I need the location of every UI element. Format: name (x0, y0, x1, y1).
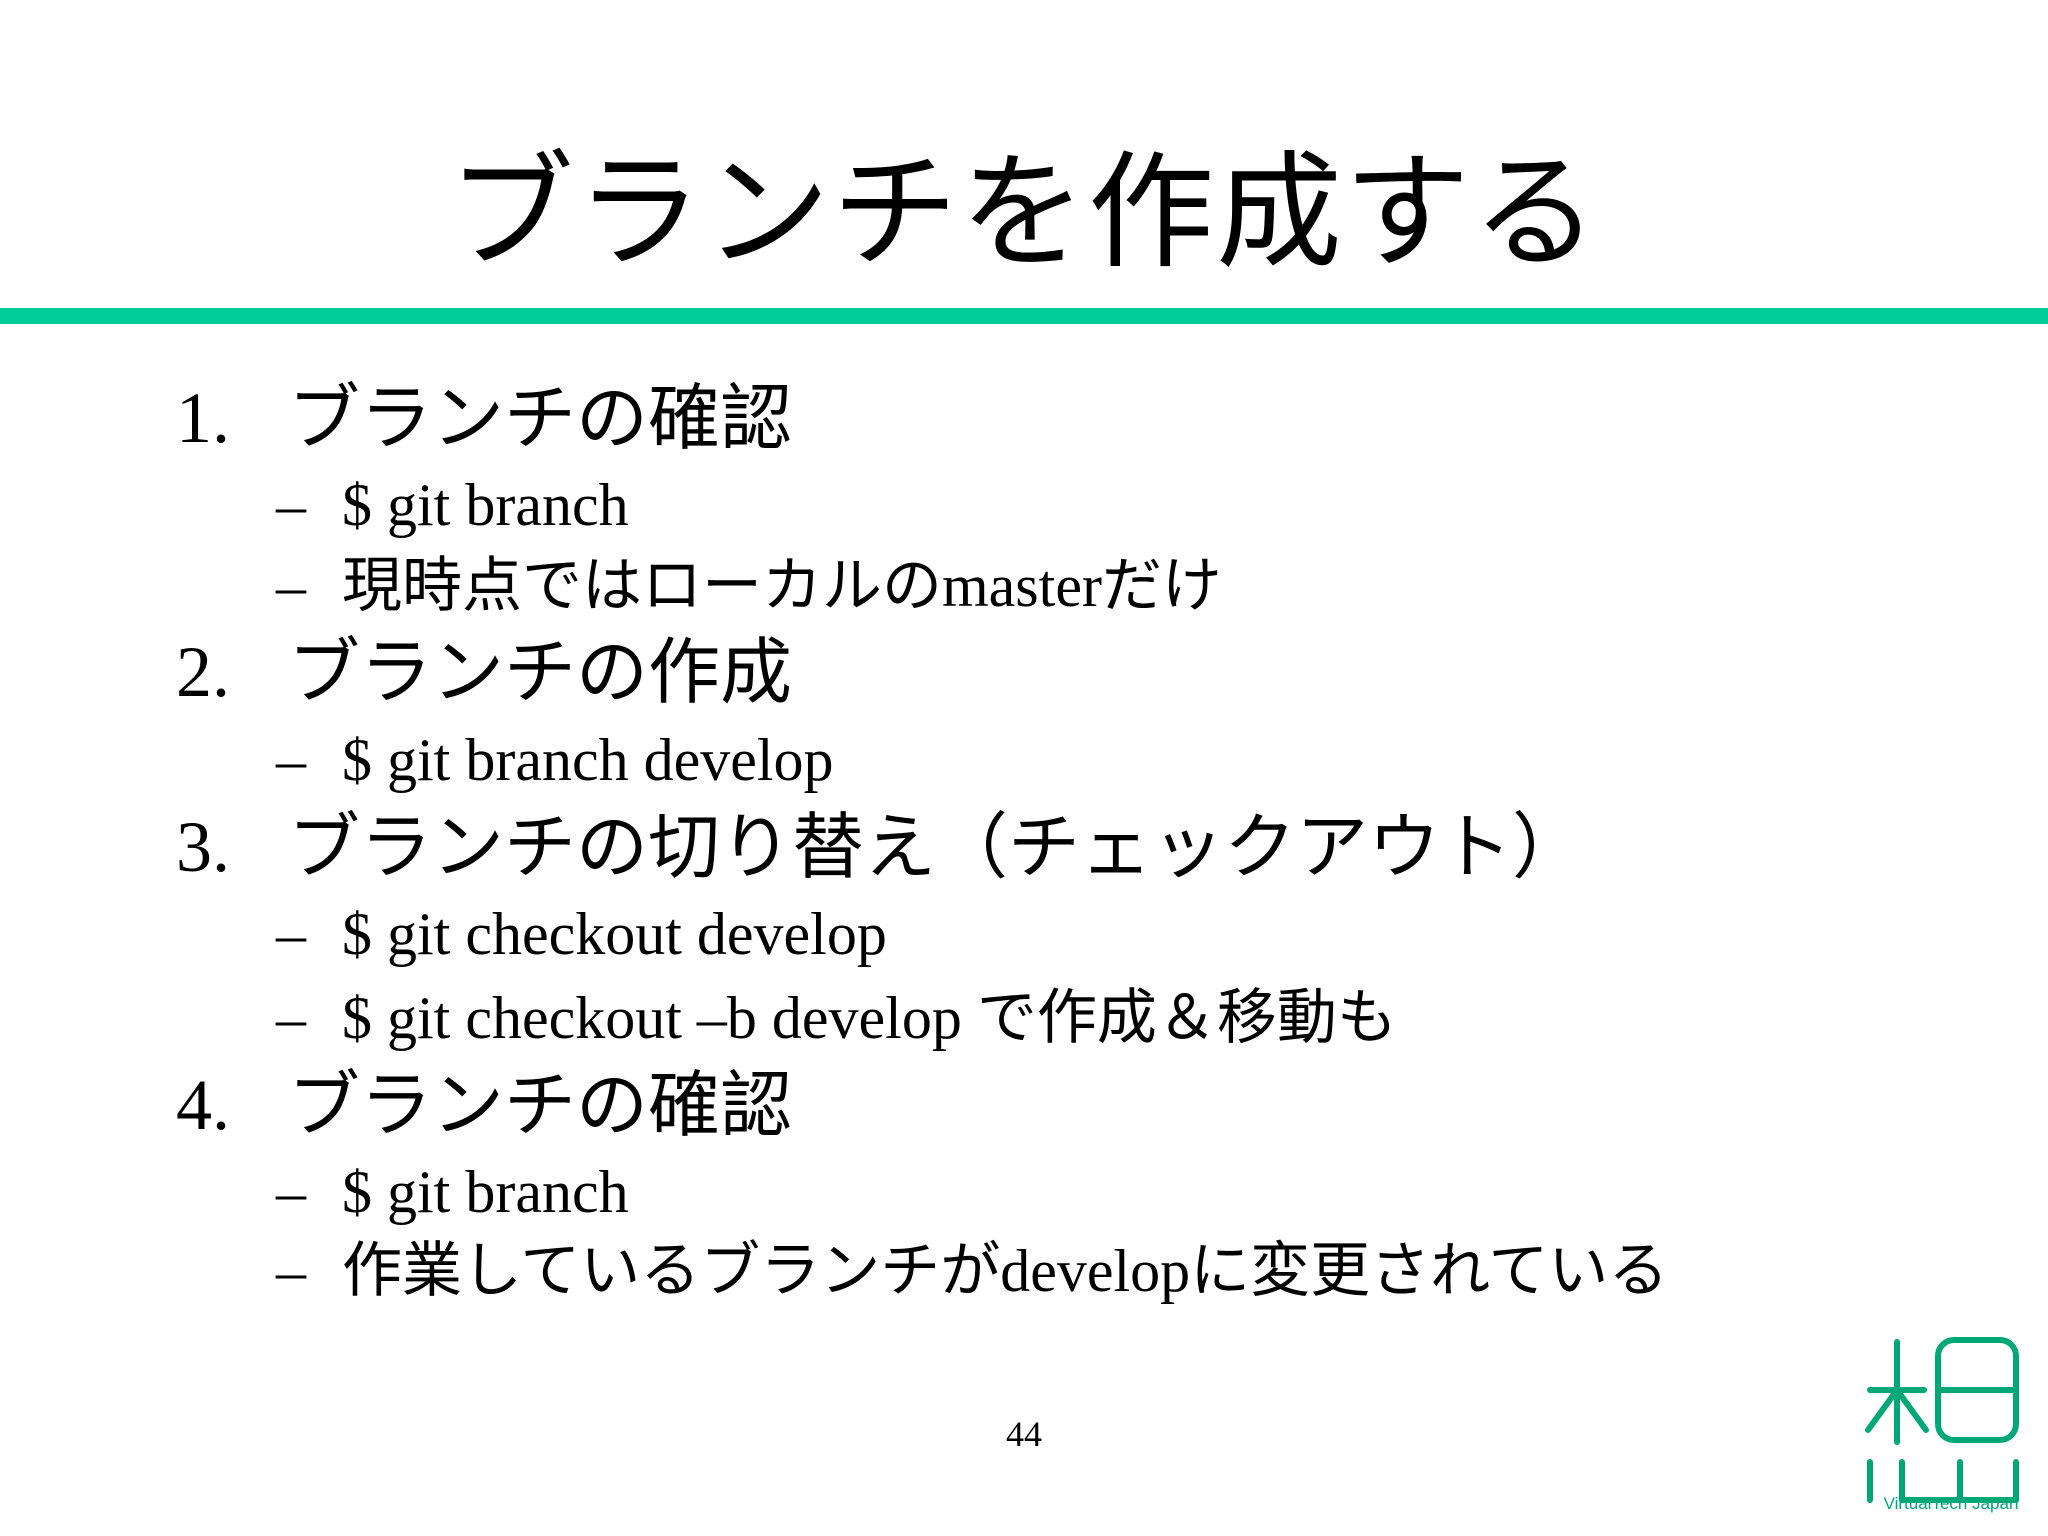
title-divider (0, 308, 2048, 324)
sub-item-text: $ git branch (342, 470, 629, 540)
slide-title: ブランチを作成する (448, 139, 1600, 286)
text-part: 現時点ではローカルの (342, 551, 942, 621)
virtualtech-logo-icon (1865, 1337, 2019, 1503)
bullet-dash: – (276, 553, 306, 619)
sub-item-text: $ git branch (342, 1157, 629, 1227)
bullet-dash: – (276, 1238, 306, 1304)
sub-item-text: 作業しているブランチがdevelopに変更されている (342, 1236, 1668, 1306)
list-item-label: ブランチの切り替え（チェックアウト） (288, 805, 1585, 889)
bullet-dash: – (276, 472, 306, 538)
list-item-label: ブランチの確認 (288, 1063, 793, 1147)
text-part: だけ (1101, 551, 1222, 621)
list-item-number: 4. (176, 1065, 230, 1145)
list-item-label: ブランチの作成 (288, 630, 793, 714)
text-part: develop (1000, 1238, 1191, 1304)
sub-item-text: 現時点ではローカルのmasterだけ (342, 551, 1222, 621)
list-item-number: 2. (176, 632, 230, 712)
bullet-dash: – (276, 1159, 306, 1225)
command-text: $ git branch (342, 472, 629, 538)
text-part: に変更されている (1190, 1236, 1669, 1306)
sub-item-text: $ git checkout develop (342, 899, 887, 969)
bullet-dash: – (276, 727, 306, 793)
logo-caption: VirtualTech Japan (1883, 1494, 2019, 1513)
list-item-label: ブランチの確認 (288, 376, 793, 460)
command-text: $ git branch develop (342, 727, 834, 793)
text-part: で作成＆移動も (976, 983, 1397, 1053)
bullet-dash: – (276, 985, 306, 1051)
command-text: $ git branch (342, 1159, 629, 1225)
sub-item-text: $ git checkout –b develop で作成＆移動も (342, 983, 1397, 1053)
command-text: $ git checkout develop (342, 901, 887, 967)
bullet-dash: – (276, 901, 306, 967)
text-part: $ git checkout –b develop (342, 985, 977, 1051)
text-part: 作業しているブランチが (342, 1236, 1001, 1306)
page-number: 44 (1006, 1414, 1042, 1454)
list-item-number: 1. (176, 378, 230, 458)
sub-item-text: $ git branch develop (342, 725, 834, 795)
list-item-number: 3. (176, 807, 230, 887)
text-part: master (942, 553, 1102, 619)
